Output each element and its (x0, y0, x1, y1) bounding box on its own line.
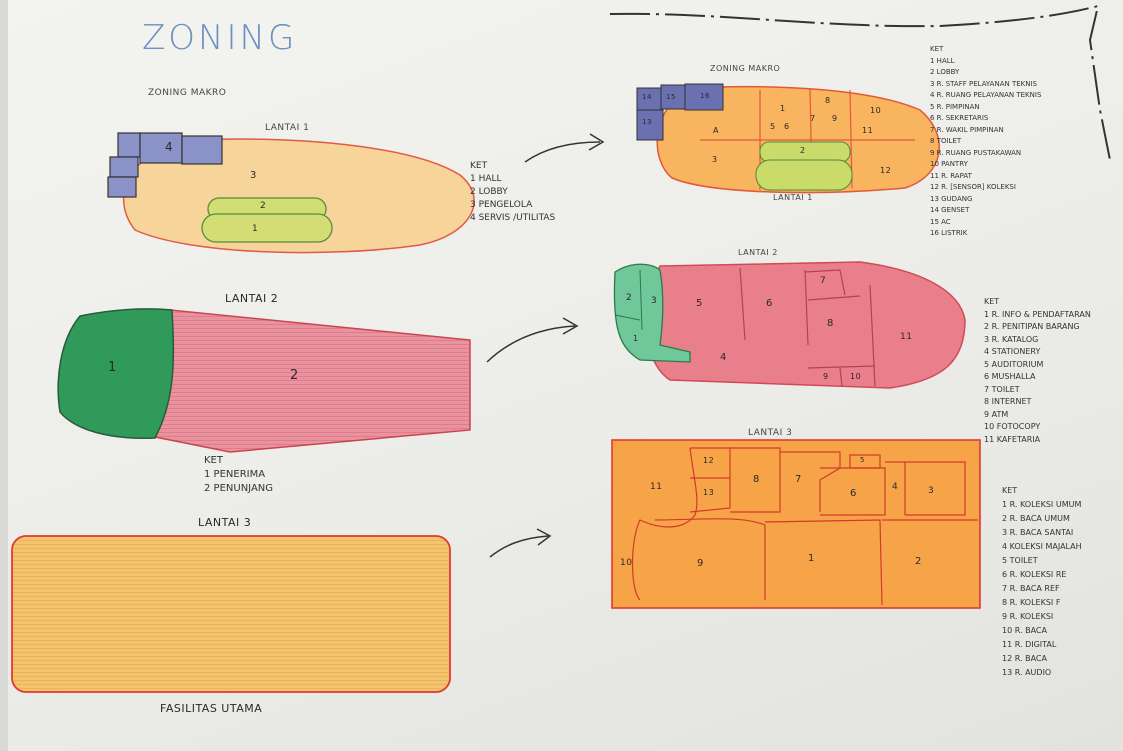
zone-label-2: 2 (915, 556, 922, 567)
right-lantai3-plan (612, 440, 980, 608)
left-lantai2-legend: KET 1 PENERIMA 2 PENUNJANG (204, 454, 273, 496)
zone-label-15: 15 (666, 93, 676, 101)
zone-label-9: 9 (832, 114, 838, 123)
zone-4c (182, 136, 222, 164)
zone-label-3: 3 (928, 486, 934, 496)
zone-label-13: 13 (642, 118, 652, 126)
left-lantai1-title: LANTAI 1 (265, 123, 309, 133)
zone-label-10: 10 (850, 372, 861, 381)
zone-label-8: 8 (827, 318, 834, 329)
zone-label-6: 6 (766, 298, 773, 309)
left-lantai1-legend: KET 1 HALL 2 LOBBY 3 PENGELOLA 4 SERVIS … (470, 160, 555, 225)
zone-1 (202, 214, 332, 242)
zone-label-1: 1 (252, 224, 258, 234)
left-lantai3-plan (12, 536, 450, 692)
zone-label-1: 1 (780, 104, 786, 113)
zone-label-8: 8 (825, 96, 831, 105)
zone-label-4: 4 (165, 140, 173, 154)
zone-label-3: 3 (712, 155, 718, 164)
right-lantai1-plan (637, 84, 939, 193)
zone-label-12: 12 (880, 166, 891, 175)
right-lantai2-legend: KET 1 R. INFO & PENDAFTARAN 2 R. PENITIP… (984, 296, 1091, 446)
left-lantai2-plan (58, 309, 470, 452)
zone-label-2: 2 (260, 201, 266, 211)
zone-label-A: A (713, 126, 719, 135)
arrow-1 (525, 134, 603, 162)
right-lantai3-legend: KET 1 R. KOLEKSI UMUM 2 R. BACA UMUM 3 R… (1002, 484, 1082, 680)
zone-4d (110, 157, 138, 177)
zone-2 (150, 310, 470, 452)
zone-4e (108, 177, 136, 197)
zone-label-10: 10 (620, 558, 632, 568)
right-lantai1-subtitle: ZONING MAKRO (710, 64, 780, 73)
zone-label-3: 3 (250, 170, 257, 181)
zone-2 (756, 160, 852, 190)
zone-label-1: 1 (108, 360, 117, 375)
zone-label-2: 2 (290, 368, 299, 383)
zone-label-2: 2 (800, 146, 806, 155)
zone-label-2: 2 (626, 293, 632, 303)
zone-label-12: 12 (703, 456, 714, 465)
right-lantai2-title: LANTAI 2 (738, 248, 778, 257)
zone-label-1: 1 (808, 553, 815, 564)
left-lantai2-title: LANTAI 2 (225, 292, 278, 305)
zone-label-9: 9 (697, 558, 704, 569)
zone-label-14: 14 (642, 93, 652, 101)
zone-label-11: 11 (900, 332, 912, 342)
left-lantai3-caption: FASILITAS UTAMA (160, 702, 262, 715)
zone-label-6: 6 (784, 122, 790, 131)
left-lantai1-plan (108, 133, 474, 253)
zone-label-16: 16 (700, 92, 710, 100)
arrow-2 (487, 318, 577, 362)
zone-label-13: 13 (703, 488, 714, 497)
right-lantai3-title: LANTAI 3 (748, 428, 792, 438)
left-lantai3-title: LANTAI 3 (198, 516, 251, 529)
zone-label-10: 10 (870, 106, 881, 115)
zone-label-5: 5 (696, 298, 703, 309)
zone-label-3: 3 (651, 296, 657, 306)
zone-label-7: 7 (795, 474, 802, 485)
zone-label-11: 11 (862, 126, 873, 135)
zone-outline (612, 440, 980, 608)
zone-label-7: 7 (820, 276, 826, 286)
zone-label-5: 5 (770, 122, 776, 131)
zone-4a (118, 133, 140, 157)
right-lantai1-legend: KET 1 HALL 2 LOBBY 3 R. STAFF PELAYANAN … (930, 44, 1041, 240)
zone-label-6: 6 (850, 488, 857, 499)
zone-label-11: 11 (650, 482, 662, 492)
right-lantai2-plan (614, 262, 965, 388)
arrow-3 (490, 529, 550, 557)
zone-label-7: 7 (810, 114, 816, 123)
zone-label-4: 4 (720, 352, 727, 363)
zone-label-9: 9 (823, 372, 829, 381)
zone-label-4: 4 (892, 482, 898, 492)
zone-label-5: 5 (860, 456, 865, 464)
right-lantai1-title: LANTAI 1 (773, 193, 813, 202)
zone-label-8: 8 (753, 474, 760, 485)
zone-4b (140, 133, 182, 163)
zone-label-1: 1 (633, 334, 639, 343)
